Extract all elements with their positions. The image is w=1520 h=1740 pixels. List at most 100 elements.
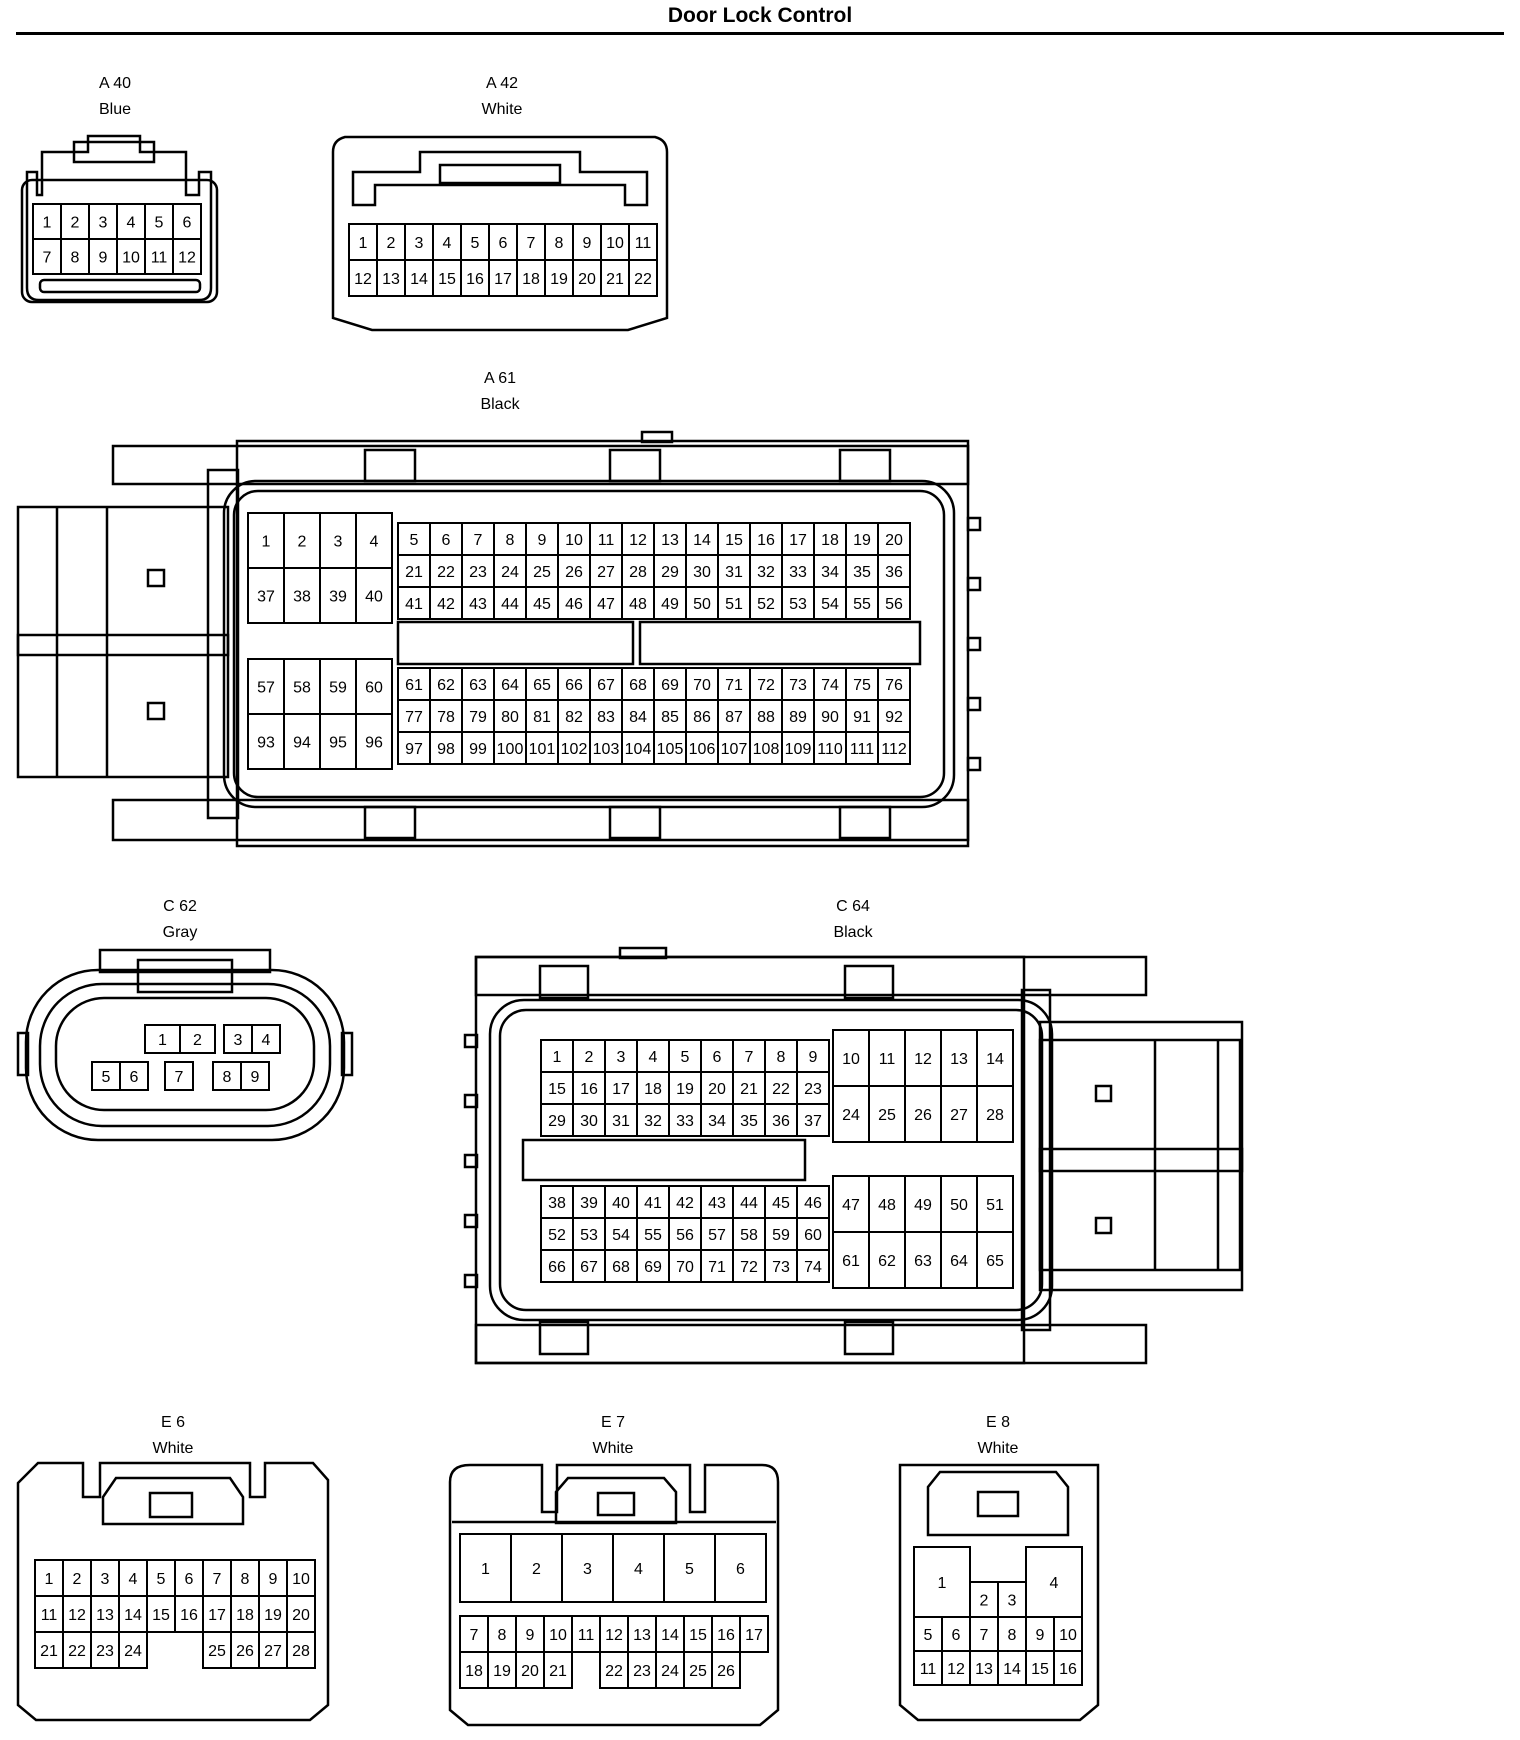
c64-pin-cell bbox=[940, 1029, 978, 1087]
e8-pin-cell bbox=[1053, 1650, 1083, 1686]
a42-pin-label: 12 bbox=[354, 271, 372, 288]
a61-pin-label: 60 bbox=[365, 680, 383, 697]
a61-pin-label: 66 bbox=[565, 677, 583, 694]
e6-pin-cell bbox=[202, 1631, 232, 1669]
e7-pin-cell bbox=[561, 1533, 614, 1603]
c64-pin-label: 66 bbox=[548, 1259, 566, 1276]
a61-housing bbox=[16, 430, 982, 848]
a61-pin-label: 65 bbox=[533, 677, 551, 694]
c62-pin-label: 5 bbox=[102, 1069, 111, 1086]
e6-pin-cell bbox=[34, 1631, 64, 1669]
a42-housing bbox=[331, 135, 669, 332]
c64-pin-label: 44 bbox=[740, 1195, 758, 1212]
a61-pin-label: 8 bbox=[506, 532, 515, 549]
e8-pin-label: 4 bbox=[1050, 1575, 1059, 1592]
c64-pin-cell bbox=[904, 1175, 942, 1233]
c64-pin-cell bbox=[668, 1039, 702, 1073]
c64-pin-label: 52 bbox=[548, 1227, 566, 1244]
a61-pin-cell bbox=[557, 699, 591, 733]
a61-pin-cell bbox=[355, 658, 393, 715]
a61-pin-cell bbox=[429, 522, 463, 556]
a61-pin-label: 103 bbox=[593, 741, 620, 758]
a61-pin-cell bbox=[877, 586, 911, 620]
e6-pin-label: 15 bbox=[152, 1607, 170, 1624]
e6-pin-cell bbox=[286, 1631, 316, 1669]
a61-pin-label: 18 bbox=[821, 532, 839, 549]
a61-pin-label: 3 bbox=[334, 534, 343, 551]
a61-pin-cell bbox=[429, 586, 463, 620]
e7-pin-cell bbox=[459, 1533, 512, 1603]
e7-pin-label: 20 bbox=[521, 1663, 539, 1680]
c64-pin-cell bbox=[604, 1185, 638, 1219]
e8-pin-label: 16 bbox=[1059, 1661, 1077, 1678]
a61-pin-label: 40 bbox=[365, 589, 383, 606]
c64-pin-label: 2 bbox=[585, 1049, 594, 1066]
c64-pin-label: 39 bbox=[580, 1195, 598, 1212]
e8-pin-label: 10 bbox=[1059, 1627, 1077, 1644]
e6-pin-label: 11 bbox=[41, 1607, 58, 1624]
a42-pin-cell bbox=[600, 223, 630, 261]
e7-pin-cell bbox=[683, 1651, 713, 1689]
a61-pin-label: 76 bbox=[885, 677, 903, 694]
a61-pin-label: 17 bbox=[789, 532, 807, 549]
e7-pin-label: 21 bbox=[549, 1663, 567, 1680]
e7-pin-label: 25 bbox=[689, 1663, 707, 1680]
a61-pin-cell bbox=[813, 586, 847, 620]
c64-pin-label: 8 bbox=[777, 1049, 786, 1066]
e7-pin-label: 13 bbox=[633, 1627, 651, 1644]
a42-pin-label: 2 bbox=[387, 235, 396, 252]
c64-pin-label: 25 bbox=[878, 1107, 896, 1124]
e6-pin-label: 9 bbox=[269, 1571, 278, 1588]
a61-pin-label: 44 bbox=[501, 596, 519, 613]
c64-pin-cell bbox=[700, 1103, 734, 1137]
c64-pin-label: 9 bbox=[809, 1049, 818, 1066]
a42-pin-label: 22 bbox=[634, 271, 652, 288]
a61-pin-label: 107 bbox=[721, 741, 748, 758]
a42-pin-cell bbox=[348, 259, 378, 297]
a61-pin-cell bbox=[525, 731, 559, 765]
e6-pin-label: 10 bbox=[292, 1571, 310, 1588]
e6-pin-cell bbox=[286, 1559, 316, 1597]
a61-pin-cell bbox=[589, 667, 623, 701]
a61-pin-cell bbox=[283, 567, 321, 624]
c64-pin-label: 18 bbox=[644, 1081, 662, 1098]
e7-pin-label: 2 bbox=[532, 1561, 541, 1578]
a61-pin-label: 77 bbox=[405, 709, 423, 726]
a61-pin-label: 5 bbox=[410, 532, 419, 549]
e7-pin-label: 18 bbox=[465, 1663, 483, 1680]
c64-pin-label: 54 bbox=[612, 1227, 630, 1244]
a40-pin-label: 8 bbox=[71, 250, 80, 267]
c64-pin-cell bbox=[796, 1071, 830, 1105]
a40-pin-cell bbox=[60, 238, 90, 275]
e7-pin-cell bbox=[739, 1615, 769, 1653]
a61-pin-cell bbox=[717, 699, 751, 733]
a61-pin-label: 71 bbox=[725, 677, 743, 694]
a61-pin-label: 57 bbox=[257, 680, 275, 697]
a61-pin-label: 68 bbox=[629, 677, 647, 694]
c64-pin-label: 36 bbox=[772, 1113, 790, 1130]
a61-pin-label: 58 bbox=[293, 680, 311, 697]
a61-pin-cell bbox=[461, 699, 495, 733]
a61-pin-label: 104 bbox=[625, 741, 652, 758]
e6-pin-label: 3 bbox=[101, 1571, 110, 1588]
e6-pin-label: 6 bbox=[185, 1571, 194, 1588]
a61-pin-label: 4 bbox=[370, 534, 379, 551]
e7-pin-label: 12 bbox=[605, 1627, 623, 1644]
e7-pin-label: 8 bbox=[498, 1627, 507, 1644]
a61-pin-cell bbox=[557, 586, 591, 620]
c62-pin-cell bbox=[179, 1024, 216, 1054]
a42-pin-cell bbox=[628, 259, 658, 297]
e7-pin-label: 24 bbox=[661, 1663, 679, 1680]
c64-pin-label: 32 bbox=[644, 1113, 662, 1130]
c64-pin-label: 42 bbox=[676, 1195, 694, 1212]
a61-pin-cell bbox=[525, 667, 559, 701]
a61-pin-label: 13 bbox=[661, 532, 679, 549]
e8-code-label: E 8 bbox=[985, 1414, 1010, 1431]
e6-pin-label: 16 bbox=[180, 1607, 198, 1624]
e8-pin-label: 5 bbox=[924, 1627, 933, 1644]
a61-pin-cell bbox=[717, 731, 751, 765]
a61-pin-label: 33 bbox=[789, 564, 807, 581]
e8-pin-cell bbox=[969, 1650, 999, 1686]
c64-pin-label: 22 bbox=[772, 1081, 790, 1098]
e7-pin-label: 16 bbox=[717, 1627, 735, 1644]
